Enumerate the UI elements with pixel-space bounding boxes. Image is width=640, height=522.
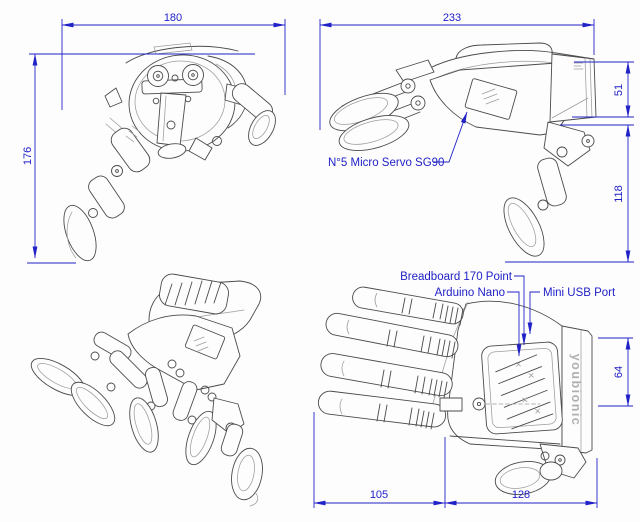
view-top-artwork: youbionic bbox=[317, 286, 593, 495]
callout-usb: Mini USB Port bbox=[527, 287, 616, 335]
servo-callout-label: N°5 Micro Servo SG90 bbox=[328, 157, 444, 169]
breadboard-callout-label: Breadboard 170 Point bbox=[400, 271, 513, 283]
dim-wrist-height-value: 51 bbox=[613, 84, 625, 96]
dim-wrist-width-value: 64 bbox=[613, 366, 625, 378]
usb-callout-label: Mini USB Port bbox=[543, 287, 616, 299]
callout-breadboard: Breadboard 170 Point bbox=[400, 271, 527, 346]
arduino-callout-label: Arduino Nano bbox=[435, 287, 505, 299]
dimension-wrist-width: 64 bbox=[598, 337, 633, 407]
dim-fingers-length-value: 105 bbox=[370, 489, 388, 501]
leader-line bbox=[507, 291, 522, 357]
dimension-side-width: 233 bbox=[319, 12, 595, 130]
dimension-fingers-length: 105 bbox=[313, 412, 446, 508]
dim-palm-length-value: 128 bbox=[512, 489, 530, 501]
brand-logo: youbionic bbox=[569, 354, 583, 427]
dim-thumb-length-value: 118 bbox=[613, 185, 625, 203]
callout-arduino: Arduino Nano bbox=[435, 287, 522, 357]
callout-servo: N°5 Micro Servo SG90 bbox=[328, 111, 468, 169]
dimension-palm-length: 128 bbox=[444, 458, 598, 508]
dimension-back-height: 176 bbox=[22, 53, 255, 264]
leader-line bbox=[514, 275, 527, 346]
view-back-artwork bbox=[63, 42, 276, 262]
leader-line bbox=[527, 291, 540, 335]
view-perspective-artwork bbox=[30, 273, 263, 507]
dimension-wrist-height: 51 bbox=[572, 61, 634, 118]
dim-side-width-value: 233 bbox=[443, 12, 461, 24]
dimension-thumb-length: 118 bbox=[505, 124, 634, 263]
dimension-back-width: 180 bbox=[61, 12, 286, 110]
view-side-artwork bbox=[329, 42, 597, 257]
leader-line bbox=[433, 111, 468, 163]
dim-back-height-value: 176 bbox=[22, 147, 34, 165]
dim-back-width-value: 180 bbox=[164, 12, 182, 24]
